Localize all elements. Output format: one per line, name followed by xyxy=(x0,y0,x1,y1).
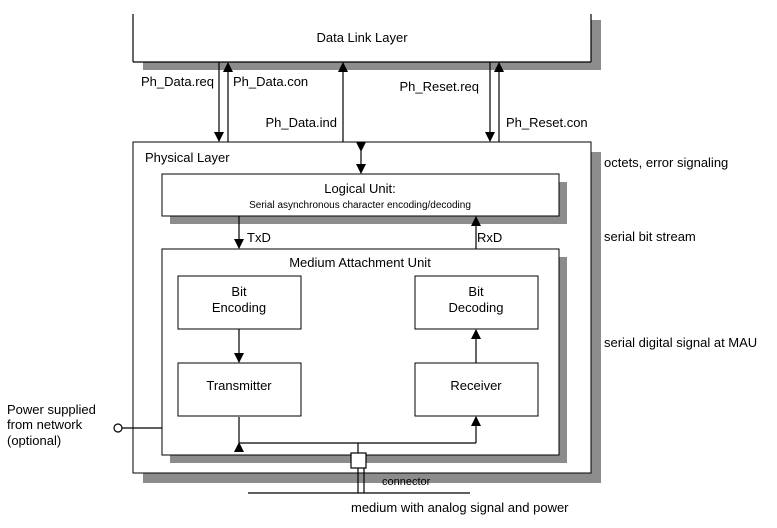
power-line-2: from network xyxy=(7,417,83,432)
power-line-1: Power supplied xyxy=(7,402,96,417)
receiver-label: Receiver xyxy=(450,378,502,393)
bit-decoding-line1: Bit xyxy=(468,284,484,299)
label-serial-digital: serial digital signal at MAU xyxy=(604,335,757,350)
connector-label: connector xyxy=(382,476,431,488)
data-link-layer-title: Data Link Layer xyxy=(316,30,408,45)
physical-layer-title: Physical Layer xyxy=(145,150,230,165)
ph-reset-req-label: Ph_Reset.req xyxy=(400,79,480,94)
logical-unit-subtitle: Serial asynchronous character encoding/d… xyxy=(249,200,471,211)
bit-encoding-box: Bit Encoding xyxy=(177,275,302,330)
logical-unit-title: Logical Unit: xyxy=(324,181,396,196)
power-terminal xyxy=(113,423,123,433)
power-line-3: (optional) xyxy=(7,433,61,448)
txd-label: TxD xyxy=(247,230,271,245)
ph-data-con-label: Ph_Data.con xyxy=(233,74,308,89)
ph-data-req-label: Ph_Data.req xyxy=(141,74,214,89)
bit-encoding-line1: Bit xyxy=(231,284,247,299)
receiver-box: Receiver xyxy=(414,362,539,417)
label-octets: octets, error signaling xyxy=(604,155,728,170)
bit-decoding-box: Bit Decoding xyxy=(414,275,539,330)
mau-title: Medium Attachment Unit xyxy=(289,255,431,270)
logical-unit-box: Logical Unit: Serial asynchronous charac… xyxy=(161,173,567,224)
ph-data-ind-label: Ph_Data.ind xyxy=(265,115,337,130)
transmitter-box: Transmitter xyxy=(177,362,302,417)
medium-label: medium with analog signal and power xyxy=(351,500,569,515)
transmitter-label: Transmitter xyxy=(206,378,272,393)
label-serial-bit-stream: serial bit stream xyxy=(604,229,696,244)
rxd-label: RxD xyxy=(477,230,502,245)
data-link-layer-box: Data Link Layer xyxy=(132,10,601,70)
ph-reset-con-label: Ph_Reset.con xyxy=(506,115,588,130)
bit-encoding-line2: Encoding xyxy=(212,300,266,315)
bit-decoding-line2: Decoding xyxy=(449,300,504,315)
connector-square xyxy=(350,452,367,469)
